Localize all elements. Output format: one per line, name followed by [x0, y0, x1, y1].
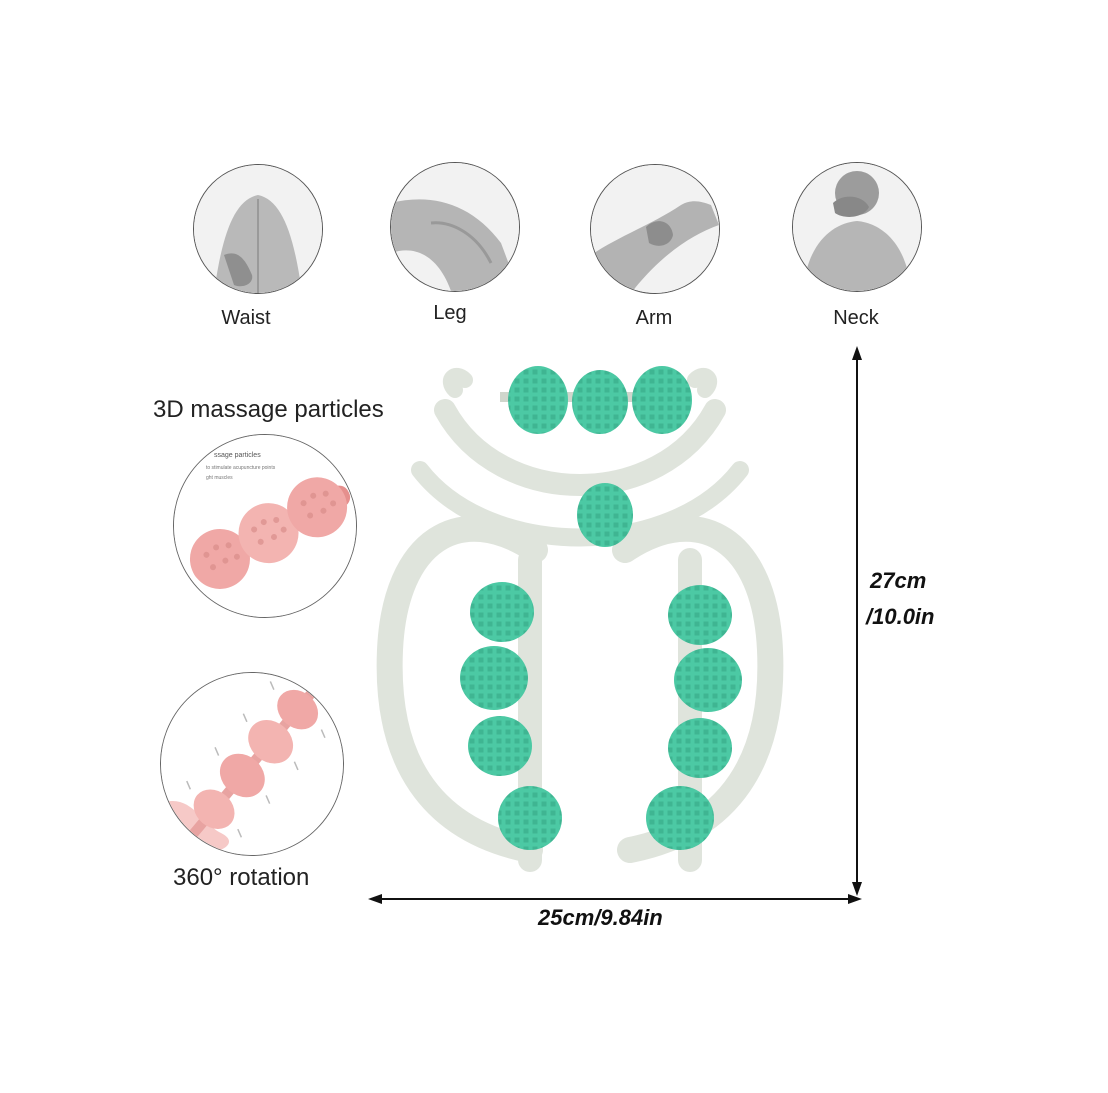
rotation-detail-photo: [160, 672, 344, 856]
width-dimension: 25cm/9.84in: [538, 905, 663, 930]
rotation-label: 360° rotation: [173, 864, 310, 891]
inset-caption-3: ght muscles: [206, 475, 233, 481]
usage-label-waist: Waist: [221, 307, 271, 329]
waist-photo: [193, 164, 323, 294]
height-dimension-line1: 27cm: [870, 568, 927, 593]
height-dimension-line2: /10.0in: [866, 604, 935, 629]
particles-label: 3D massage particles: [153, 396, 384, 423]
usage-label-neck: Neck: [833, 307, 879, 329]
inset-caption-1: ssage particles: [214, 452, 261, 459]
massager-product-image: [360, 350, 800, 890]
usage-label-arm: Arm: [635, 307, 673, 329]
particles-detail-photo: ssage particles to stimulate acupuncture…: [173, 434, 357, 618]
leg-photo: [390, 162, 520, 292]
arm-photo: [590, 164, 720, 294]
inset-caption-2: to stimulate acupuncture points: [206, 465, 276, 471]
neck-photo: [792, 162, 922, 292]
usage-label-leg: Leg: [433, 302, 467, 324]
